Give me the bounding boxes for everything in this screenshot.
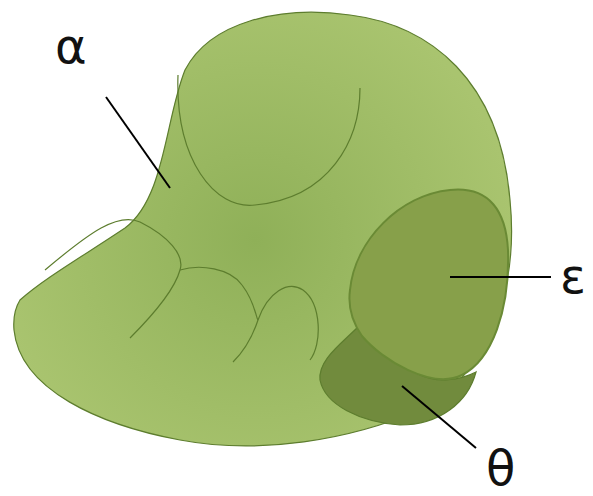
- part-label: ε: [560, 252, 586, 300]
- leader-line: [106, 97, 170, 188]
- epsilon-region: [350, 190, 509, 379]
- inner-lobe: [233, 287, 318, 362]
- part-label: θ: [486, 444, 515, 492]
- leader-line: [450, 276, 551, 278]
- part-label: α: [55, 22, 87, 70]
- inner-fold: [178, 75, 360, 205]
- leader-line: [402, 386, 476, 448]
- inner-lobe: [180, 267, 258, 320]
- main-body: [14, 12, 512, 446]
- inner-lobe: [45, 219, 181, 338]
